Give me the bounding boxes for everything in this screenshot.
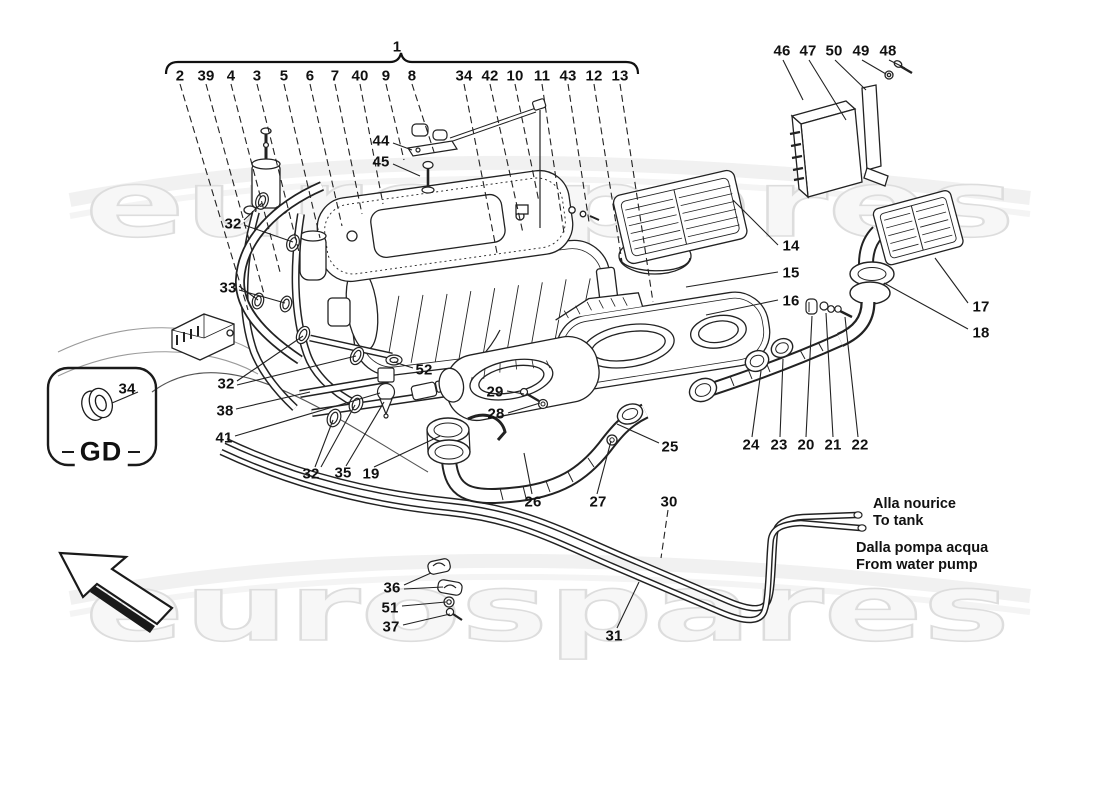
callout-36: 36: [383, 579, 401, 597]
cap-52: [385, 354, 403, 366]
callout-34-inset: 34: [118, 380, 136, 398]
screw-22: [834, 305, 853, 319]
annotation-pump-english: From water pump: [856, 557, 978, 573]
callout-46: 46: [773, 42, 791, 60]
callout-32-c: 32: [302, 465, 320, 483]
callout-52: 52: [415, 361, 433, 379]
callout-28: 28: [487, 405, 505, 423]
callout-33: 33: [219, 279, 237, 297]
callout-17: 17: [972, 298, 990, 316]
callout-32-a: 32: [224, 215, 242, 233]
callout-23: 23: [770, 436, 788, 454]
screw-45-head: [422, 160, 434, 170]
annotation-tank-italian: Alla nourice: [873, 496, 956, 512]
callout-2: 2: [175, 67, 185, 85]
main-hose: [426, 387, 649, 504]
callout-18: 18: [972, 324, 990, 342]
watermark-bottom: eurospares: [68, 554, 1031, 663]
right-vent-grille: [872, 190, 964, 266]
hose-clamps: [251, 192, 403, 428]
heater-return-hose: [688, 298, 853, 403]
callout-32-b: 32: [217, 375, 235, 393]
inset-code-label: GD: [74, 436, 128, 468]
callout-22: 22: [851, 436, 869, 454]
callout-1: 1: [392, 38, 402, 56]
callout-9: 9: [381, 67, 391, 85]
leader-lines-solid: [111, 59, 969, 629]
ecu-unit: [789, 60, 913, 199]
callout-35: 35: [334, 464, 352, 482]
callout-34-top: 34: [455, 67, 473, 85]
callout-16: 16: [782, 292, 800, 310]
callout-20: 20: [797, 436, 815, 454]
nut-27: [606, 434, 618, 446]
elbow-duct: [836, 226, 895, 347]
callout-45: 45: [372, 153, 390, 171]
callout-4: 4: [226, 67, 236, 85]
leader-lines: [111, 59, 969, 629]
callout-24: 24: [742, 436, 760, 454]
grommet-34: [81, 387, 114, 421]
center-vent-grille: [612, 169, 748, 265]
washer-21b: [827, 305, 835, 313]
callout-12: 12: [585, 67, 603, 85]
callout-29: 29: [486, 383, 504, 401]
temperature-sensor: [376, 329, 501, 419]
callout-40: 40: [351, 67, 369, 85]
callout-42: 42: [481, 67, 499, 85]
ecu-bracket: [861, 84, 882, 171]
callout-10: 10: [506, 67, 524, 85]
callout-51: 51: [381, 599, 399, 617]
callout-43: 43: [559, 67, 577, 85]
callout-25: 25: [661, 438, 679, 456]
annotation-tank-english: To tank: [873, 513, 924, 529]
callout-5: 5: [279, 67, 289, 85]
callout-15: 15: [782, 264, 800, 282]
washer-28: [537, 398, 549, 410]
clamp-20: [805, 298, 818, 315]
callout-50: 50: [825, 42, 843, 60]
watermark-text-bottom: eurospares: [85, 555, 1010, 662]
callout-7: 7: [330, 67, 340, 85]
callout-37: 37: [382, 618, 400, 636]
callout-6: 6: [305, 67, 315, 85]
callout-48: 48: [879, 42, 897, 60]
callout-19: 19: [362, 465, 380, 483]
assembly-bracket: [164, 52, 640, 75]
callout-21: 21: [824, 436, 842, 454]
callout-38: 38: [216, 402, 234, 420]
callout-26: 26: [524, 493, 542, 511]
callout-31: 31: [605, 627, 623, 645]
top-cable-and-clamps: [407, 98, 547, 228]
washer-49: [884, 70, 894, 80]
callout-11: 11: [533, 67, 551, 85]
callout-49: 49: [852, 42, 870, 60]
callout-44: 44: [372, 132, 390, 150]
callout-13: 13: [611, 67, 629, 85]
distribution-duct-lower: [438, 335, 600, 422]
callout-8: 8: [407, 67, 417, 85]
callout-3: 3: [252, 67, 262, 85]
harness-connector: [171, 313, 235, 361]
callout-30: 30: [660, 493, 678, 511]
washer-21a: [819, 301, 829, 311]
callout-14: 14: [782, 237, 800, 255]
pipe-clips: [427, 558, 463, 621]
callout-41: 41: [215, 429, 233, 447]
callout-39: 39: [197, 67, 215, 85]
annotation-pump-italian: Dalla pompa acqua: [856, 540, 989, 556]
screw-37: [445, 607, 463, 621]
direction-arrow: [58, 551, 174, 633]
leader-lines-dashed: [179, 83, 669, 559]
water-pipes: [219, 438, 867, 624]
callout-47: 47: [799, 42, 817, 60]
callout-27: 27: [589, 493, 607, 511]
